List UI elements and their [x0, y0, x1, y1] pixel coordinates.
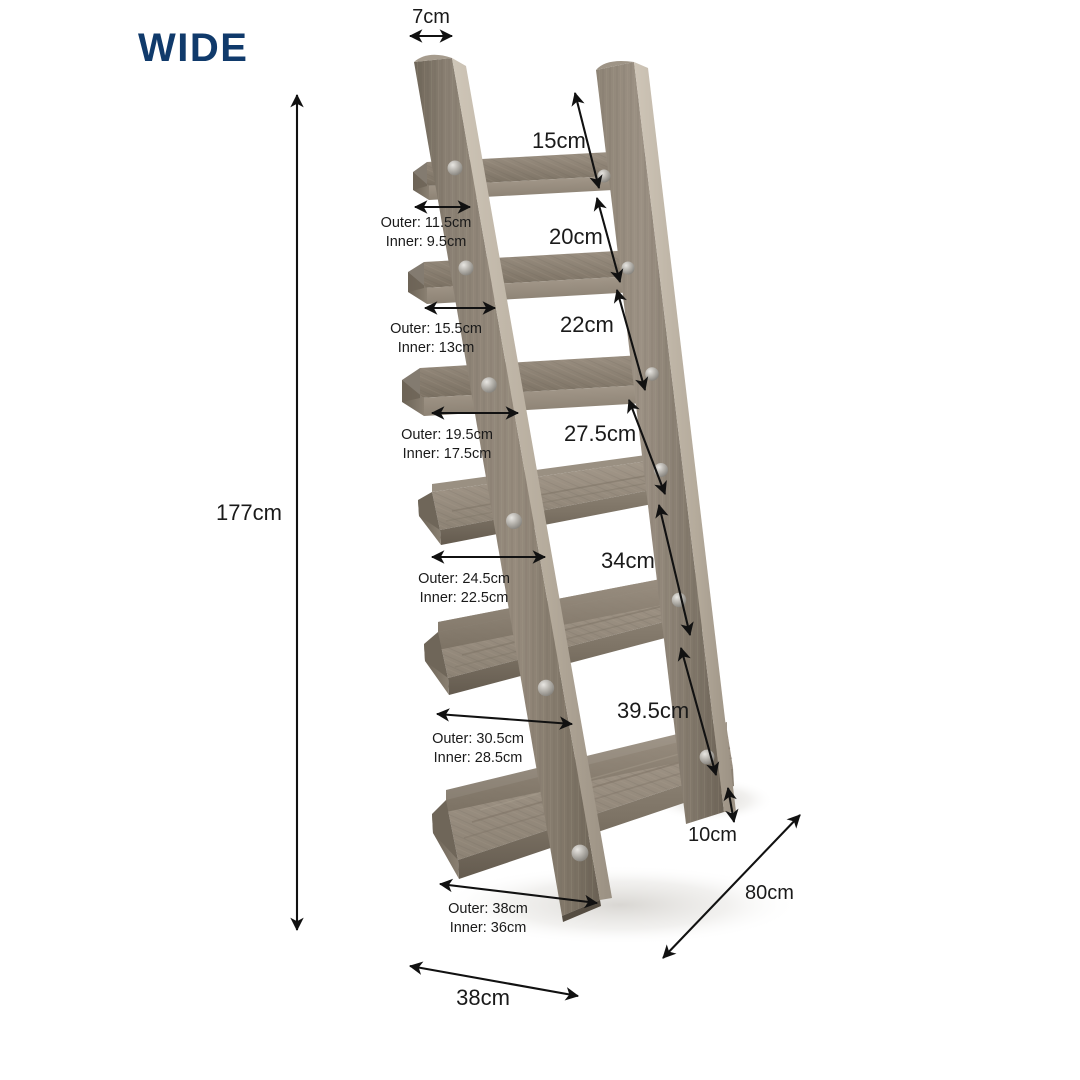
label-gap-4: 27.5cm	[564, 421, 637, 446]
label-gap-3: 22cm	[560, 312, 614, 337]
dimline-depth-overall	[662, 814, 801, 959]
dimline-gap-4	[627, 399, 667, 495]
label-depth-1-outer: Outer: 11.5cm	[380, 215, 472, 231]
label-gap-1: 15cm	[532, 128, 586, 153]
dimline-depth-6	[438, 878, 599, 909]
label-overall-depth: 80cm	[745, 882, 794, 904]
dimline-overall-width	[408, 961, 580, 1001]
label-depth-5-outer: Outer: 30.5cm	[432, 731, 524, 747]
label-depth-4-inner: Inner: 22.5cm	[419, 590, 509, 607]
label-depth-3-outer: Outer: 19.5cm	[401, 427, 493, 443]
label-depth-6: Outer: 38cm Inner: 36cm	[390, 900, 586, 938]
dimline-gap-5	[655, 503, 694, 637]
dimline-gap-6	[677, 647, 720, 776]
dimline-gap-2	[593, 197, 624, 283]
label-depth-5: Outer: 30.5cm Inner: 28.5cm	[374, 730, 582, 768]
dimline-gap-3	[613, 289, 649, 391]
label-depth-6-inner: Inner: 36cm	[449, 920, 527, 937]
label-gap-2: 20cm	[549, 224, 603, 249]
label-overall-height: 177cm	[215, 500, 282, 525]
label-depth-3-inner: Inner: 17.5cm	[402, 446, 492, 463]
label-depth-5-inner: Inner: 28.5cm	[433, 750, 523, 767]
dimline-depth-5	[435, 708, 574, 730]
shelf-3	[402, 354, 663, 416]
label-depth-2-outer: Outer: 15.5cm	[390, 321, 482, 337]
label-depth-6-outer: Outer: 38cm	[448, 901, 528, 917]
label-depth-1-inner: Inner: 9.5cm	[385, 234, 467, 251]
dimline-gap-1	[571, 91, 603, 190]
shelf-5	[424, 572, 703, 695]
label-depth-4-outer: Outer: 24.5cm	[418, 571, 510, 587]
label-gap-6: 39.5cm	[617, 698, 690, 723]
label-overall-width: 38cm	[456, 985, 510, 1010]
label-depth-1: Outer: 11.5cm Inner: 9.5cm	[336, 214, 516, 252]
page-title: WIDE	[138, 26, 249, 70]
label-depth-2: Outer: 15.5cm Inner: 13cm	[346, 320, 526, 358]
label-gap-5: 34cm	[601, 548, 655, 573]
label-depth-4: Outer: 24.5cm Inner: 22.5cm	[364, 570, 564, 608]
label-post-width: 7cm	[412, 6, 450, 28]
shelf-2	[408, 250, 637, 304]
label-bottom-gap: 10cm	[688, 824, 737, 846]
label-depth-2-inner: Inner: 13cm	[397, 340, 475, 357]
label-depth-3: Outer: 19.5cm Inner: 17.5cm	[350, 426, 544, 464]
